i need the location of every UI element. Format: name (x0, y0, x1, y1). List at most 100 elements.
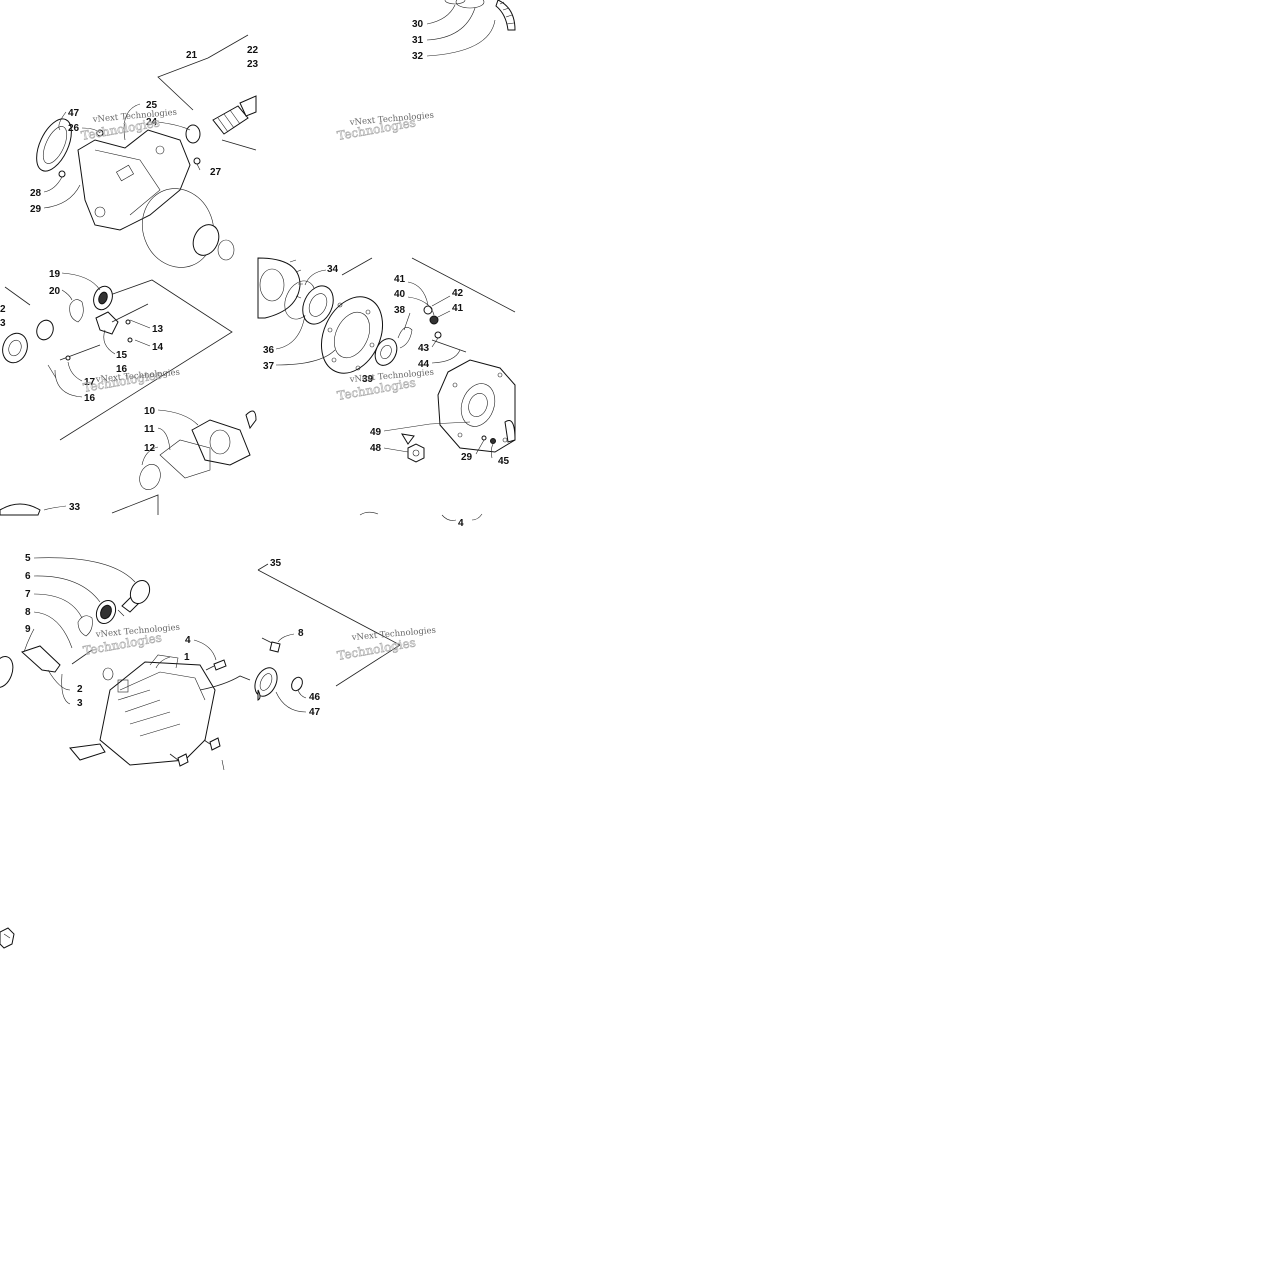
bolt-lower-b (203, 737, 221, 751)
bolt-4 (205, 659, 227, 671)
label-28: 28 (30, 188, 42, 199)
bearing-34 (302, 285, 334, 325)
tile-differential: 34 36 37 41 40 38 42 41 43 44 39 49 48 2… (257, 257, 516, 529)
label-29: 29 (30, 204, 42, 215)
gasket-11 (159, 439, 211, 479)
o-ring-large (142, 188, 214, 268)
shaft-5 (117, 579, 151, 617)
cable-end (257, 689, 261, 701)
bolt-8 (261, 637, 281, 653)
gear-33 (0, 503, 41, 516)
label-17: 17 (84, 377, 96, 388)
plug-28 (58, 170, 66, 178)
label-4: 4 (185, 635, 191, 646)
label-8-b: 8 (298, 628, 304, 639)
plug-49 (401, 433, 415, 445)
label-13: 13 (152, 324, 164, 335)
tile-seal-group: 35 8 46 47 Technologies vNext Technologi… (254, 558, 436, 718)
label-21: 21 (186, 50, 198, 61)
label-1: 1 (184, 652, 190, 663)
label-9: 9 (25, 624, 31, 635)
tile-ring-gear: 30 31 32 Technologies vNext Technologies (336, 0, 516, 143)
spring-17 (47, 364, 57, 379)
label-33: 33 (69, 502, 81, 513)
bracket-2 (21, 645, 61, 673)
label-2: 2 (77, 684, 83, 695)
seal-right-edge (504, 420, 516, 443)
label-40: 40 (394, 289, 406, 300)
bearing-left (2, 332, 28, 364)
ring-gear-left (257, 257, 303, 319)
label-30: 30 (412, 19, 424, 30)
label-42: 42 (452, 288, 464, 299)
label-18: 16 (84, 393, 96, 404)
shift-fork (95, 311, 119, 335)
shift-rod-13 (111, 303, 149, 323)
label-38: 38 (394, 305, 406, 316)
washer-46 (291, 676, 303, 692)
label-24: 24 (146, 117, 158, 128)
o-ring-12 (139, 464, 161, 490)
shift-lever (69, 743, 106, 761)
label-32: 32 (412, 51, 424, 62)
diff-housing (437, 359, 516, 453)
o-ring-small (102, 667, 114, 681)
label-23: 23 (247, 59, 259, 70)
tile-housing-cover: 21 22 23 25 24 47 26 27 28 29 Technologi… (30, 34, 259, 268)
snap-ring-8 (77, 615, 93, 637)
label-27: 27 (210, 167, 222, 178)
ring-lower (217, 239, 235, 261)
seal-47 (36, 118, 72, 172)
label-41: 41 (394, 274, 406, 285)
clip-38 (397, 327, 413, 349)
label-7: 7 (25, 589, 31, 600)
ring-gear-top (444, 0, 516, 31)
cover-10 (191, 419, 251, 466)
label-12: 12 (144, 443, 156, 454)
bearing-6 (95, 599, 117, 625)
label-49: 49 (370, 427, 382, 438)
label-5: 5 (25, 553, 31, 564)
label-26: 26 (68, 123, 80, 134)
label-48: 48 (370, 443, 382, 454)
pinion-gear (212, 95, 257, 135)
label-2-partial: 2 (0, 304, 6, 315)
label-16: 16 (116, 364, 128, 375)
label-39: 39 (362, 374, 374, 385)
label-46: 46 (309, 692, 321, 703)
label-20: 20 (49, 286, 61, 297)
bolt-3 (71, 649, 93, 665)
fitting-29 (481, 435, 487, 441)
label-4-b: 4 (458, 518, 464, 529)
rear-housing (77, 129, 191, 231)
tile-shift-assembly: 19 20 2 3 13 14 15 16 17 16 10 11 12 33 … (0, 269, 257, 516)
label-34: 34 (327, 264, 339, 275)
drain-plug-48 (407, 443, 425, 463)
fitting-45 (490, 438, 496, 444)
label-22: 22 (247, 45, 259, 56)
label-41-b: 41 (452, 303, 464, 314)
seal-left-edge (0, 656, 14, 688)
bearing-19 (93, 285, 113, 311)
pin-44 (431, 339, 467, 353)
gearcase-1 (99, 654, 216, 766)
tile-gearcase: 5 6 7 8 9 4 1 2 3 Technologies vNext Tec… (0, 553, 251, 771)
bearing-lower (192, 224, 220, 256)
cable (199, 675, 251, 691)
label-44: 44 (418, 359, 430, 370)
label-6: 6 (25, 571, 31, 582)
seal-edge (245, 410, 257, 430)
label-45: 45 (498, 456, 510, 467)
label-47: 47 (68, 108, 80, 119)
washer-43 (434, 331, 442, 339)
label-43: 43 (418, 343, 430, 354)
label-36: 36 (263, 345, 275, 356)
bolt-lower-a (169, 753, 189, 767)
label-14: 14 (152, 342, 164, 353)
snap-ring-20 (69, 299, 84, 323)
seal-47-b (254, 667, 278, 697)
bearing-39 (374, 338, 398, 366)
bearing-13 (36, 319, 54, 341)
label-31: 31 (412, 35, 424, 46)
